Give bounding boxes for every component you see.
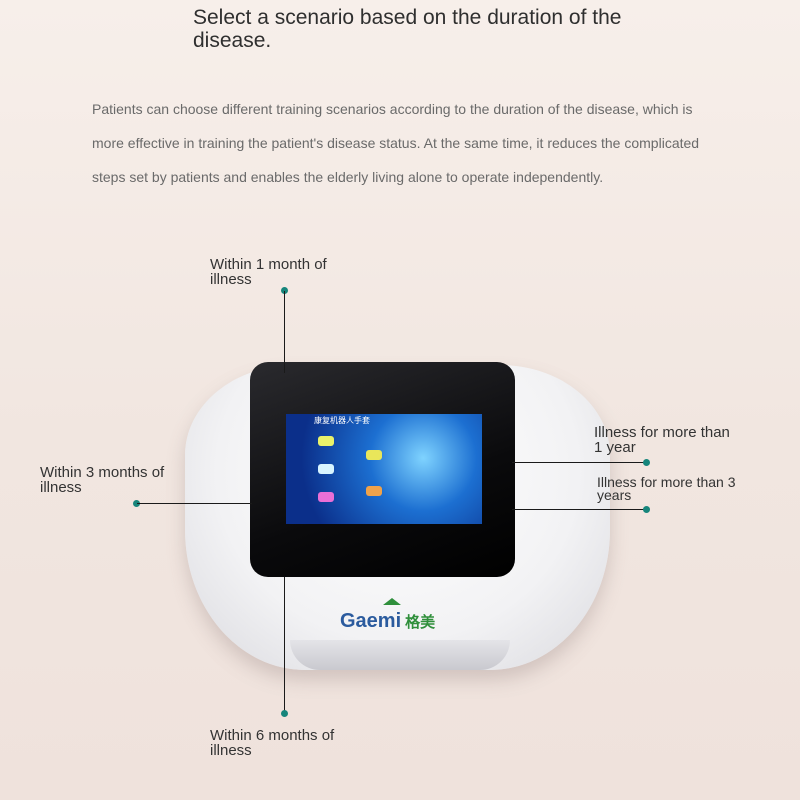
callout-line bbox=[512, 462, 644, 464]
callout-line bbox=[284, 291, 286, 373]
scenario-icon bbox=[318, 436, 334, 446]
callout-over-one-year: Illness for more than 1 year bbox=[594, 424, 730, 456]
brand-name: Gaemi bbox=[340, 610, 402, 632]
callout-dot bbox=[133, 500, 140, 507]
callout-dot bbox=[643, 506, 650, 513]
callout-three-months: Within 3 months of illness bbox=[40, 464, 165, 496]
display-header: 康复机器人手套 bbox=[314, 416, 370, 425]
callout-line bbox=[137, 503, 252, 505]
scenario-icon bbox=[318, 492, 334, 502]
callout-dot bbox=[281, 287, 288, 294]
scenario-icon bbox=[318, 464, 334, 474]
scenario-icon bbox=[366, 486, 382, 496]
callout-dot bbox=[643, 459, 650, 466]
callout-line bbox=[512, 509, 645, 511]
callout-line bbox=[284, 577, 286, 712]
callout-dot bbox=[281, 710, 288, 717]
description-line: steps set by patients and enables the el… bbox=[92, 169, 604, 185]
callout-six-months: Within 6 months of illness bbox=[210, 727, 335, 759]
callout-over-three-years: Illness for more than 3 years bbox=[597, 474, 736, 503]
logo-roof-icon bbox=[383, 598, 401, 605]
scenario-icon bbox=[366, 450, 382, 460]
brand-name-cn: 格美 bbox=[405, 614, 436, 631]
description-line: Patients can choose different training s… bbox=[92, 101, 693, 117]
description-line: more effective in training the patient's… bbox=[92, 135, 700, 151]
device-display: 康复机器人手套 bbox=[286, 414, 482, 524]
description: Patients can choose different training s… bbox=[92, 92, 752, 194]
callout-one-month: Within 1 month of illness bbox=[210, 256, 327, 288]
device-base bbox=[290, 640, 510, 670]
page-title: Select a scenario based on the duration … bbox=[193, 6, 622, 52]
